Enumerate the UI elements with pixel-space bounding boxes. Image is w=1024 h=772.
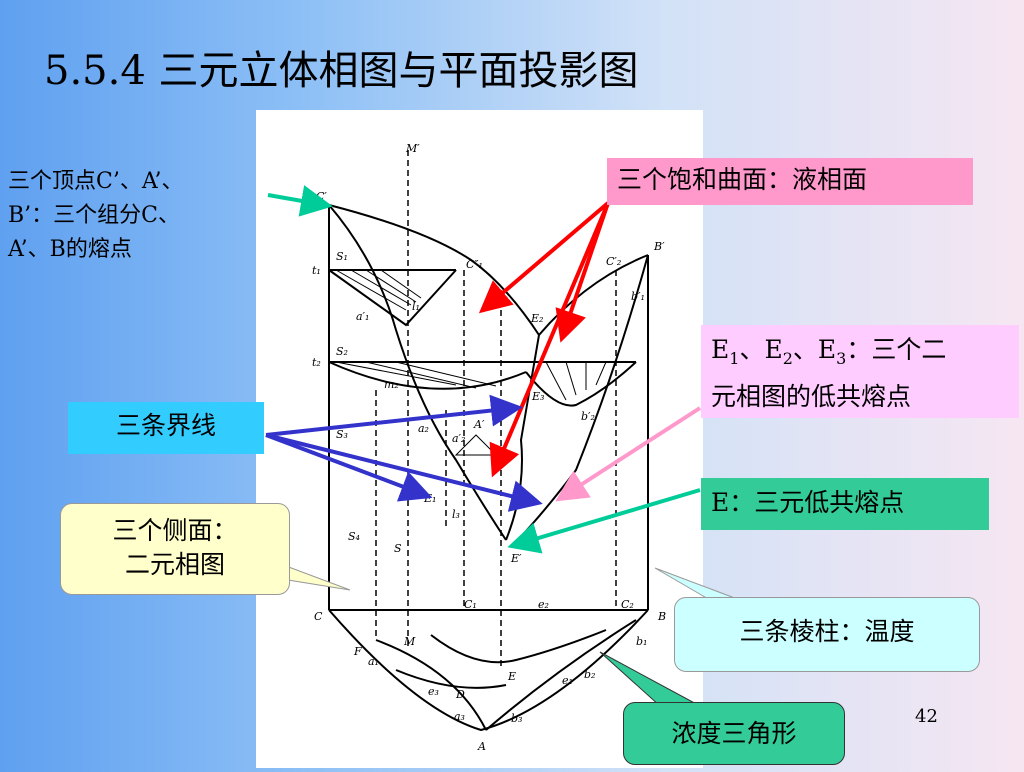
- blue-arrows: [265, 394, 543, 512]
- slide-title: 5.5.4 三元立体相图与平面投影图: [44, 48, 639, 94]
- label-l1: l₁: [412, 300, 420, 313]
- e3-letter: E: [817, 335, 837, 364]
- label-b3: b₃: [511, 712, 522, 725]
- label-B-prime: B′: [653, 240, 665, 253]
- label-S: S: [394, 542, 402, 555]
- label-a3: a₃: [454, 710, 465, 723]
- side-faces-line2: 二元相图: [124, 550, 225, 579]
- vertices-note-line1: 三个顶点C’、A’、: [8, 169, 184, 194]
- boundary-lines-label: 三条界线: [68, 402, 264, 454]
- label-E: E: [507, 670, 516, 683]
- label-D: D: [455, 688, 465, 701]
- binary-eutectic-line1: E1、E2、E3：三个二: [711, 331, 1009, 378]
- label-b2: b₂: [584, 668, 595, 681]
- e3-subscript: 3: [836, 349, 847, 368]
- green-arrows: [267, 185, 701, 554]
- label-a1-prime: a′₁: [356, 310, 369, 323]
- label-l3: l₃: [452, 508, 460, 521]
- label-C: C: [314, 610, 323, 623]
- label-m2: m₂: [384, 378, 399, 391]
- label-C1: C₁: [464, 598, 477, 611]
- vertices-note: 三个顶点C’、A’、 B’：三个组分C、 A’、B的熔点: [8, 165, 263, 267]
- label-S3: S₃: [336, 428, 348, 441]
- label-e1: e₁: [562, 674, 573, 687]
- e2-subscript: 2: [782, 349, 793, 368]
- label-b2-prime: b′₂: [581, 410, 595, 423]
- separator-1: 、: [739, 335, 765, 364]
- label-C-prime-1: C″₁: [466, 258, 483, 271]
- label-t2: t₂: [312, 356, 321, 369]
- label-A: A: [477, 740, 486, 753]
- label-a1: a₁: [368, 655, 379, 668]
- label-E-prime: E′: [510, 552, 522, 565]
- side-faces-line1: 三个侧面：: [112, 516, 238, 545]
- phase-diagram-drawing: M′ C′ B′ C″₁ C′₂ b′₁ b′₂ S₁ S₂ S₃ S₄ S t…: [312, 142, 666, 753]
- concentration-triangle-callout: 浓度三角形: [623, 702, 845, 765]
- label-B: B: [657, 610, 666, 623]
- binary-eutectic-line2: 元相图的低共熔点: [711, 382, 912, 411]
- label-E2: E₂: [530, 312, 543, 325]
- side-faces-callout: 三个侧面： 二元相图: [60, 503, 290, 595]
- e1-subscript: 1: [729, 349, 740, 368]
- label-F: F: [353, 645, 362, 658]
- label-E3: E₃: [531, 390, 544, 403]
- surfaces-label: 三个饱和曲面：液相面: [607, 158, 973, 205]
- label-C2: C₂: [621, 598, 634, 611]
- red-arrows: [478, 201, 610, 478]
- label-e3: e₃: [428, 685, 439, 698]
- label-e2: e₂: [538, 598, 549, 611]
- label-S2: S₂: [336, 345, 348, 358]
- e2-letter: E: [764, 335, 783, 364]
- label-M: M: [403, 635, 416, 648]
- vertices-note-line2: B’：三个组分C、: [8, 203, 180, 228]
- label-M-prime: M′: [405, 142, 420, 155]
- label-b1-prime: b′₁: [631, 290, 645, 303]
- label-S1: S₁: [336, 250, 348, 263]
- label-a2: a₂: [418, 422, 429, 435]
- prism-edges-callout: 三条棱柱：温度: [674, 597, 980, 672]
- label-a2-prime: a′₂: [452, 432, 465, 445]
- binary-eutectic-colon-text: ：三个二: [846, 335, 947, 364]
- ternary-eutectic-label: E：三元低共熔点: [701, 478, 989, 530]
- label-b1: b₁: [636, 635, 647, 648]
- label-A-prime: A′: [473, 418, 485, 431]
- edges-callout-tail: [654, 567, 741, 601]
- separator-2: 、: [792, 335, 818, 364]
- label-C-prime-2: C′₂: [606, 255, 621, 268]
- vertices-note-line3: A’、B的熔点: [8, 237, 132, 262]
- e1-letter: E: [711, 335, 730, 364]
- binary-eutectic-label: E1、E2、E3：三个二 元相图的低共熔点: [701, 325, 1019, 418]
- label-S4: S₄: [348, 530, 360, 543]
- pink-arrow: [555, 406, 702, 502]
- ternary-phase-diagram-figure: M′ C′ B′ C″₁ C′₂ b′₁ b′₂ S₁ S₂ S₃ S₄ S t…: [256, 110, 703, 768]
- label-t1: t₁: [312, 264, 321, 277]
- page-number: 42: [915, 706, 938, 727]
